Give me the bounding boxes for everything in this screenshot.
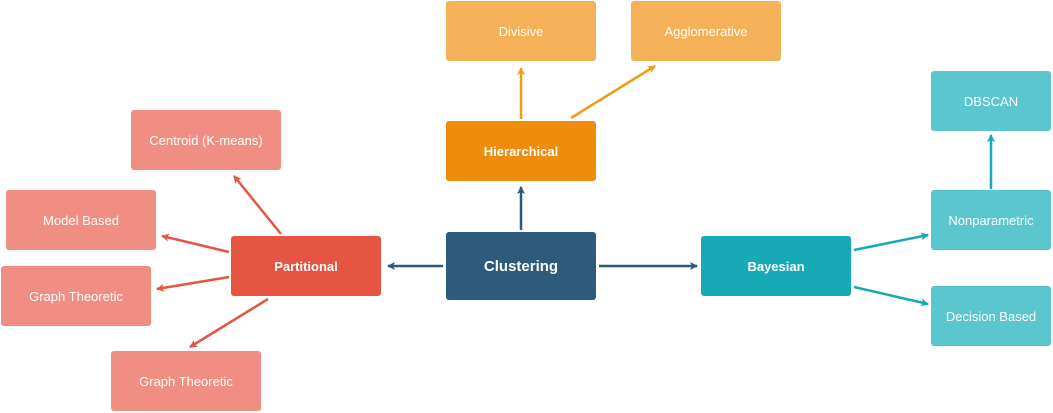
edge-partitional-to-graph-theoretic-2 <box>189 297 269 349</box>
node-partitional[interactable]: Partitional <box>231 236 381 296</box>
edge-partitional-to-centroid <box>233 175 282 235</box>
edge-hierarchical-to-agglomerative <box>570 64 656 120</box>
edge-bayesian-to-decision-based <box>853 285 929 307</box>
node-model-based[interactable]: Model Based <box>6 190 156 250</box>
edge-bayesian-to-nonparametric <box>853 232 929 252</box>
node-decision-based[interactable]: Decision Based <box>931 286 1051 346</box>
node-divisive[interactable]: Divisive <box>446 1 596 61</box>
node-hierarchical[interactable]: Hierarchical <box>446 121 596 181</box>
node-nonparametric[interactable]: Nonparametric <box>931 190 1051 250</box>
node-agglomerative[interactable]: Agglomerative <box>631 1 781 61</box>
node-dbscan[interactable]: DBSCAN <box>931 71 1051 131</box>
edge-partitional-to-graph-theoretic-1 <box>156 275 230 292</box>
edge-partitional-to-model-based <box>161 233 230 254</box>
node-centroid-k-means[interactable]: Centroid (K-means) <box>131 110 281 170</box>
node-bayesian[interactable]: Bayesian <box>701 236 851 296</box>
node-clustering[interactable]: Clustering <box>446 232 596 300</box>
node-graph-theoretic-2[interactable]: Graph Theoretic <box>111 351 261 411</box>
node-graph-theoretic-1[interactable]: Graph Theoretic <box>1 266 151 326</box>
